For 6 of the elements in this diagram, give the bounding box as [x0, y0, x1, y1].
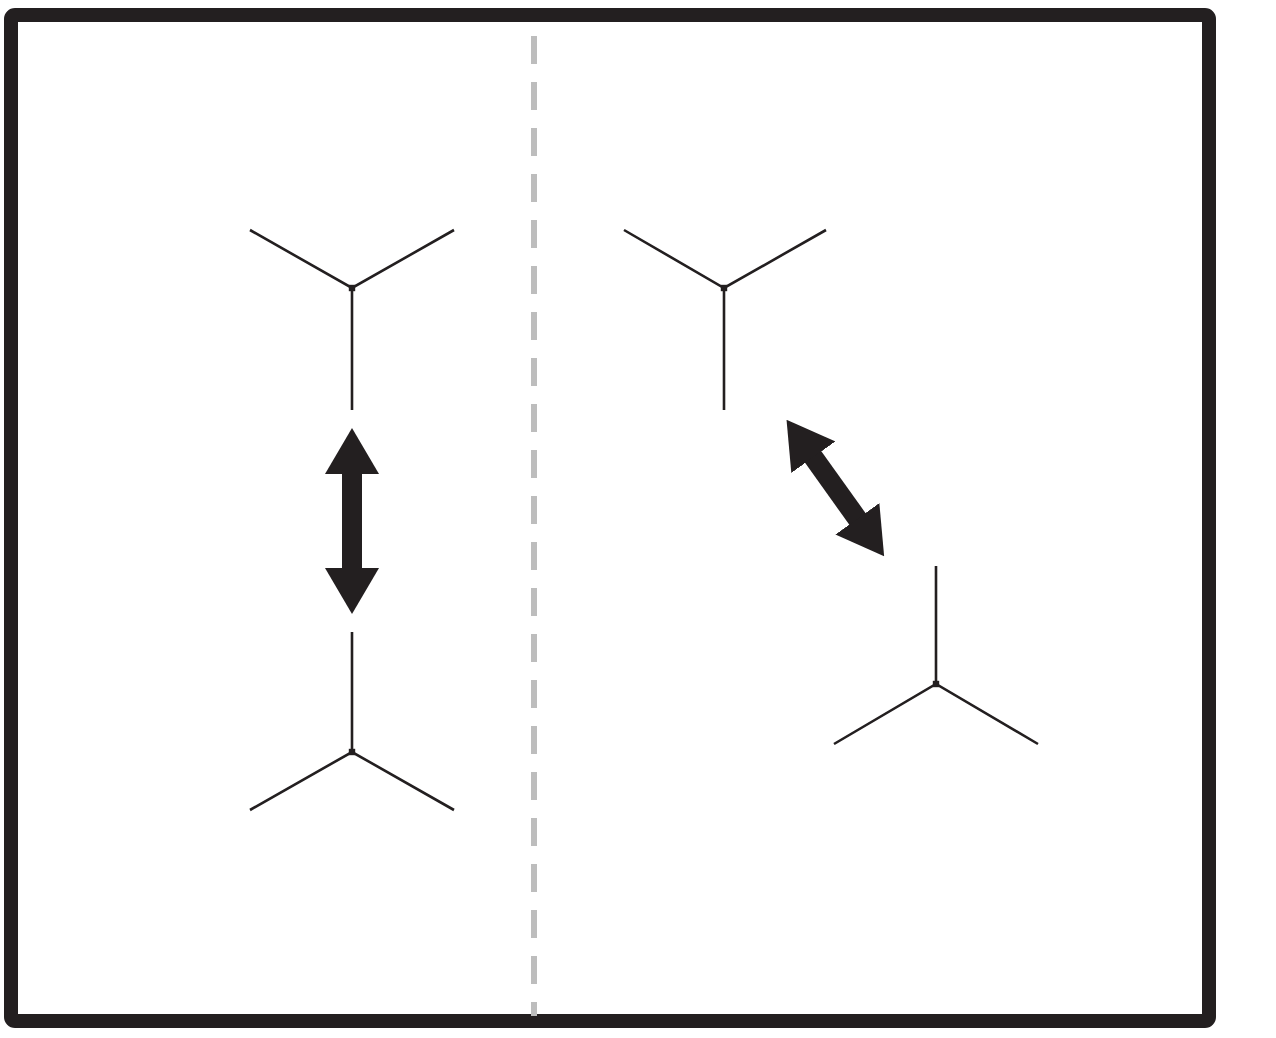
y-shape: [250, 230, 454, 410]
double-arrow: [325, 428, 379, 614]
y-shape: [624, 230, 826, 410]
y-shape: [834, 566, 1038, 744]
double-arrow: [786, 419, 885, 557]
y-shape: [250, 632, 454, 810]
